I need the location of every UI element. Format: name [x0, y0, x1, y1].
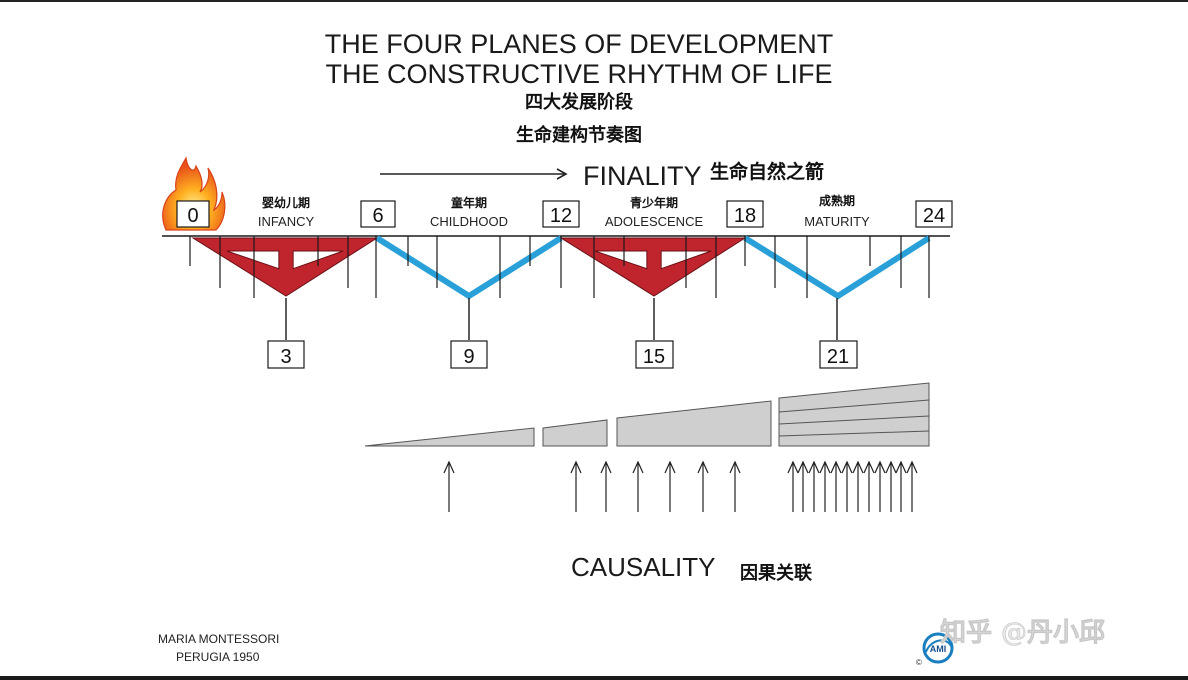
up-arrow-icon [797, 460, 809, 512]
causality-cn: 因果关联 [740, 562, 812, 584]
plane-cn-childhood: 童年期 [451, 195, 487, 210]
svg-text:9: 9 [463, 346, 474, 368]
svg-text:24: 24 [923, 205, 945, 227]
age-box-0: 0 [176, 200, 210, 228]
up-arrow-icon [697, 460, 709, 512]
svg-text:12: 12 [550, 205, 572, 227]
plane-en-maturity: MATURITY [804, 214, 870, 229]
up-arrow-icon [895, 460, 907, 512]
truss-adolescence [559, 237, 747, 297]
svg-text:6: 6 [372, 205, 383, 227]
age-box-21: 21 [819, 340, 858, 369]
svg-text:15: 15 [643, 346, 665, 368]
wedge-4 [778, 382, 930, 447]
up-arrow-icon [570, 460, 582, 512]
up-arrow-icon [632, 460, 644, 512]
plane-en-adolescence: ADOLESCENCE [605, 214, 704, 229]
truss-maturity [743, 235, 931, 300]
wedge-4-band-1 [778, 399, 930, 413]
svg-text:0: 0 [187, 205, 198, 227]
watermark: 知乎 @丹小邱 [940, 618, 1105, 648]
svg-text:©: © [916, 658, 922, 667]
title-line2: THE CONSTRUCTIVE RHYTHM OF LIFE [325, 59, 832, 89]
wedge-4-band-3 [778, 430, 930, 437]
svg-text:18: 18 [734, 205, 756, 227]
age-box-18: 18 [726, 200, 764, 228]
up-arrow-icon [906, 460, 918, 512]
up-arrow-icon [729, 460, 741, 512]
tick-marks [189, 236, 930, 298]
up-arrow-icon [874, 460, 886, 512]
up-arrow-icon [885, 460, 897, 512]
up-arrow-icon [443, 460, 455, 512]
wedge-2 [542, 419, 608, 447]
up-arrow-icon [787, 460, 799, 512]
up-arrow-icon [863, 460, 875, 512]
up-arrow-icon [841, 460, 853, 512]
plane-cn-maturity: 成熟期 [819, 193, 855, 208]
plane-cn-infancy: 婴幼儿期 [262, 195, 310, 210]
plane-cn-adolescence: 青少年期 [630, 195, 678, 210]
top-border [0, 0, 1188, 2]
truss-childhood [375, 235, 563, 300]
wedge-3 [616, 400, 772, 447]
truss-infancy [191, 237, 379, 297]
svg-text:3: 3 [280, 346, 291, 368]
up-arrow-icon [852, 460, 864, 512]
plane-en-infancy: INFANCY [258, 214, 315, 229]
ami-logo: AMI © [916, 632, 954, 667]
wedge-4-band-2 [778, 415, 930, 425]
credit-place: PERUGIA 1950 [176, 650, 260, 664]
wedge-1 [364, 427, 535, 447]
age-box-6: 6 [360, 200, 396, 228]
bottom-border [0, 676, 1188, 680]
credit-name: MARIA MONTESSORI [158, 632, 279, 646]
age-box-3: 3 [267, 340, 305, 369]
causality-label: CAUSALITY [571, 552, 716, 582]
causality-wedges [364, 382, 930, 447]
title-cn1: 四大发展阶段 [525, 91, 634, 113]
title-cn2: 生命建构节奏图 [516, 124, 642, 146]
up-arrow-icon [600, 460, 612, 512]
title-line1: THE FOUR PLANES OF DEVELOPMENT [325, 29, 834, 59]
up-arrow-icon [830, 460, 842, 512]
age-box-9: 9 [450, 340, 488, 369]
finality-cn: 生命自然之箭 [710, 160, 824, 183]
finality-label: FINALITY [583, 161, 702, 191]
plane-en-childhood: CHILDHOOD [430, 214, 508, 229]
up-arrow-icon [664, 460, 676, 512]
svg-text:21: 21 [827, 346, 849, 368]
svg-text:AMI: AMI [930, 644, 947, 654]
age-box-12: 12 [542, 200, 580, 228]
age-box-24: 24 [915, 200, 953, 228]
causality-arrows [443, 460, 918, 512]
up-arrow-icon [819, 460, 831, 512]
age-box-15: 15 [635, 340, 674, 369]
up-arrow-icon [808, 460, 820, 512]
